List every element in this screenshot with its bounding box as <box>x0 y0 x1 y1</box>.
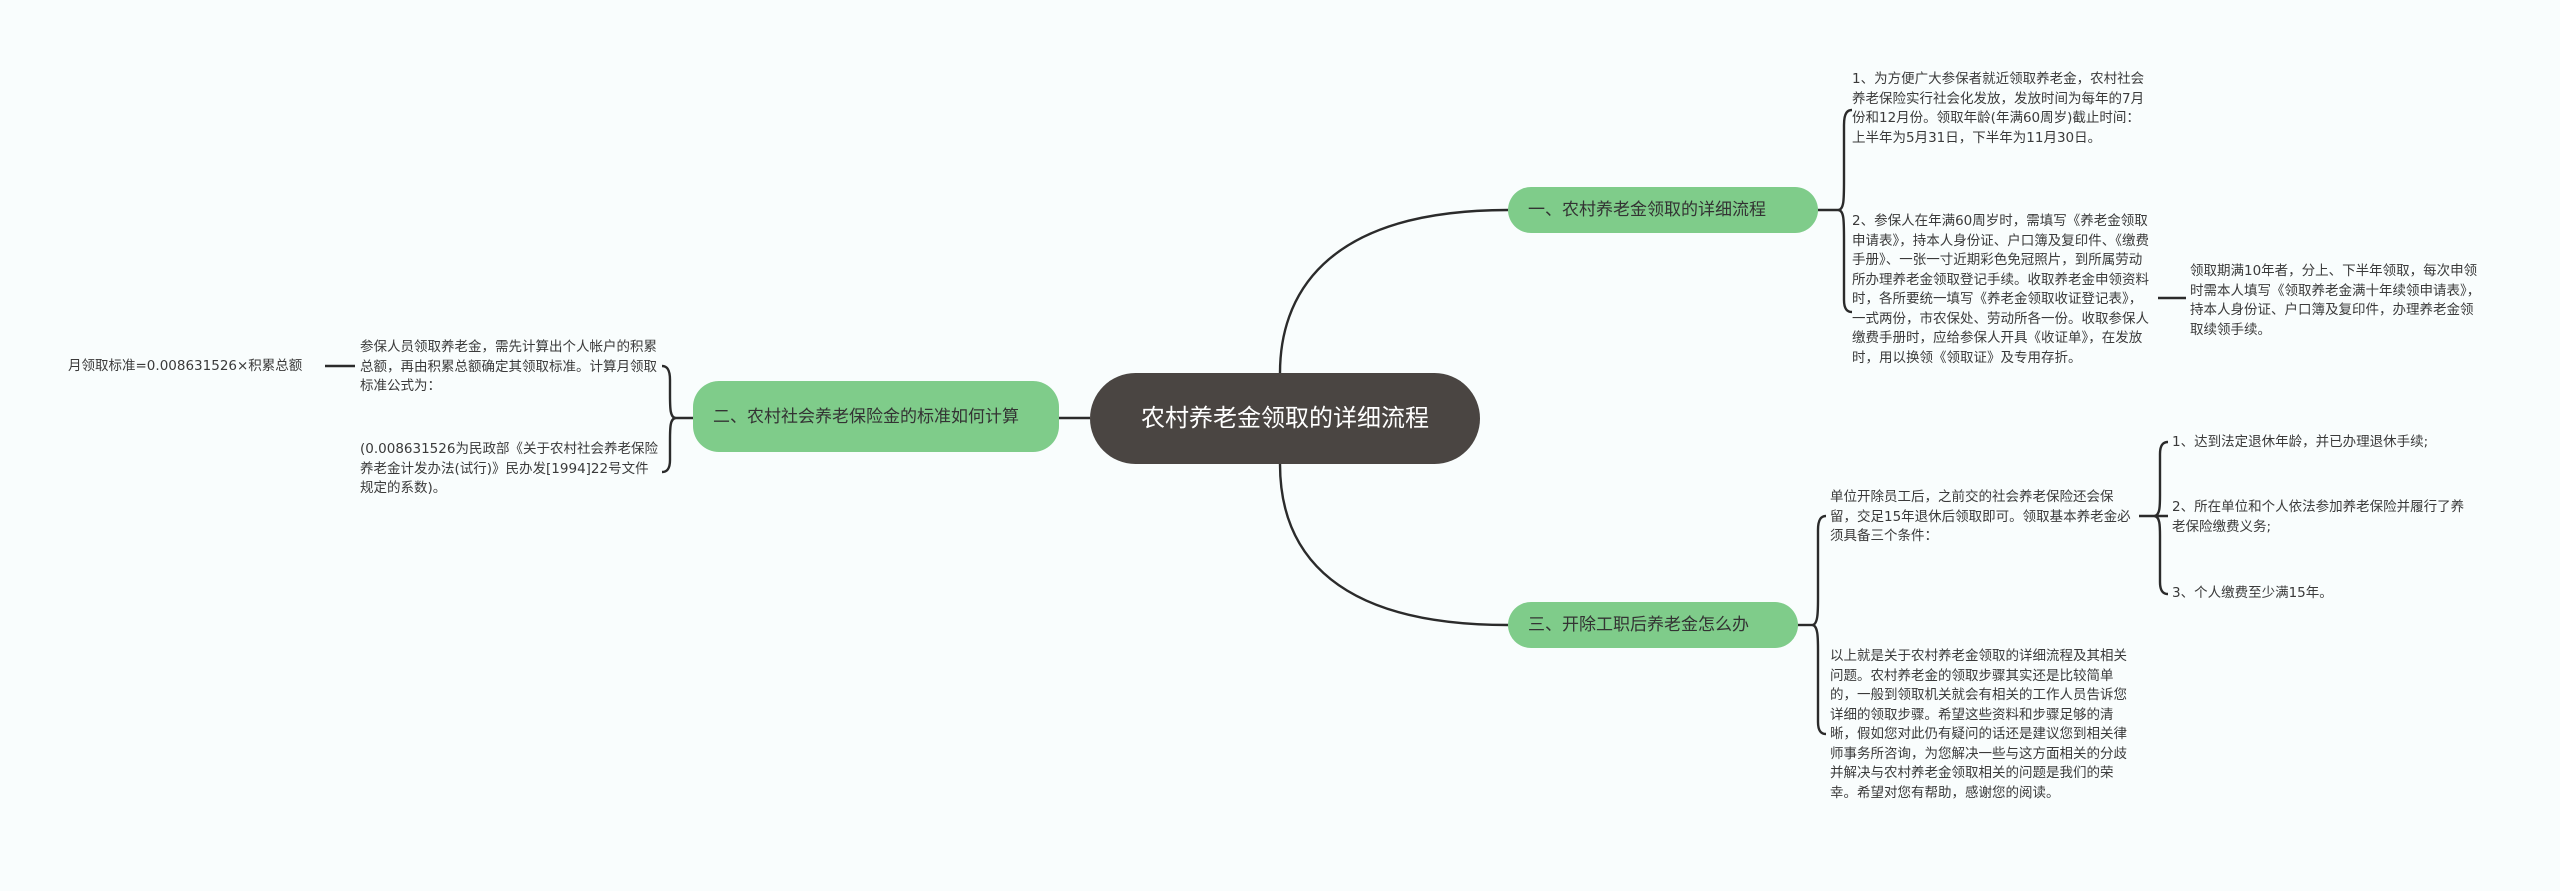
link-b3-conditions <box>2139 440 2169 596</box>
branch-node-3[interactable]: 三、开除工职后养老金怎么办 <box>1508 602 1798 648</box>
condition-3[interactable]: 3、个人缴费至少满15年。 <box>2172 585 2333 601</box>
root-label: 农村养老金领取的详细流程 <box>1141 404 1429 432</box>
leaf-b3-1[interactable]: 单位开除员工后，之前交的社会养老保险还会保留，交足15年退休后领取即可。领取基本… <box>1830 489 2131 544</box>
link-root-b1 <box>1278 208 1509 374</box>
link-b1-leaves <box>1837 108 1853 314</box>
leaf-b1-1[interactable]: 1、为方便广大参保者就近领取养老金，农村社会养老保险实行社会化发放，发放时间为每… <box>1852 71 2145 146</box>
leaf-b2-1-sub[interactable]: 月领取标准=0.008631526×积累总额 <box>68 358 303 374</box>
leaf-b1-2-sub[interactable]: 领取期满10年者，分上、下半年领取，每次申领时需本人填写《领取养老金满十年续领申… <box>2190 263 2481 338</box>
link-root-b3 <box>1278 463 1509 627</box>
branch-node-1[interactable]: 一、农村养老金领取的详细流程 <box>1508 187 1818 233</box>
branch-label-2: 二、农村社会养老保险金的标准如何计算 <box>713 406 1019 427</box>
leaf-b3-2[interactable]: 以上就是关于农村养老金领取的详细流程及其相关问题。农村养老金的领取步骤其实还是比… <box>1830 648 2127 801</box>
branch-label-3: 三、开除工职后养老金怎么办 <box>1528 615 1749 635</box>
link-b3-leaves <box>1811 514 1827 736</box>
branch-node-2[interactable]: 二、农村社会养老保险金的标准如何计算 <box>693 381 1059 452</box>
condition-1[interactable]: 1、达到法定退休年龄，并已办理退休手续; <box>2172 434 2429 450</box>
root-node[interactable]: 农村养老金领取的详细流程 <box>1090 373 1480 464</box>
link-b2-leaves <box>661 364 677 474</box>
leaf-b2-1[interactable]: 参保人员领取养老金，需先计算出个人帐户的积累总额，再由积累总额确定其领取标准。计… <box>360 339 657 394</box>
leaf-b2-2[interactable]: (0.008631526为民政部《关于农村社会养老保险养老金计发办法(试行)》民… <box>360 441 658 496</box>
branch-label-1: 一、农村养老金领取的详细流程 <box>1528 200 1766 220</box>
leaf-b1-2[interactable]: 2、参保人在年满60周岁时，需填写《养老金领取申请表》，持本人身份证、户口簿及复… <box>1852 213 2149 366</box>
condition-2[interactable]: 2、所在单位和个人依法参加养老保险并履行了养老保险缴费义务; <box>2172 499 2465 535</box>
